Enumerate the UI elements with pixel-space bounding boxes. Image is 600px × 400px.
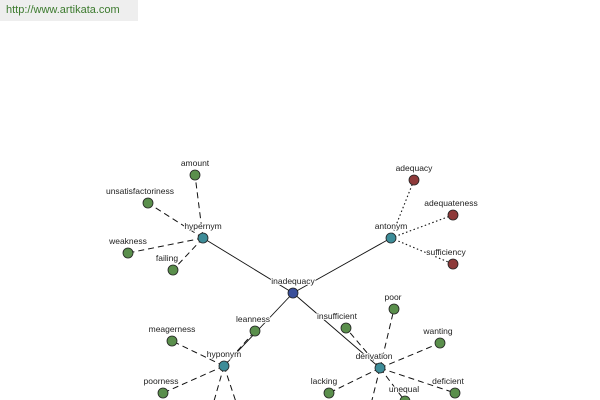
graph-edges [127, 174, 456, 400]
edge-hypernym-weakness [127, 237, 204, 254]
edge-antonym-sufficiency [390, 237, 454, 265]
edge-inadequacy-antonym [292, 237, 392, 294]
edge-derivation-offscreen-c [371, 367, 381, 400]
node-derivation[interactable]: derivation [355, 350, 394, 374]
node-label-leanness[interactable]: leanness [235, 313, 271, 325]
node-lacking[interactable]: lacking [310, 375, 339, 399]
node-label-antonym[interactable]: antonym [374, 220, 409, 232]
node-unequal[interactable]: unequal [388, 383, 420, 400]
edge-antonym-adequateness [390, 214, 454, 239]
edge-derivation-unequal [379, 367, 405, 400]
node-dot-lacking[interactable] [323, 387, 335, 399]
node-dot-hypernym[interactable] [197, 232, 209, 244]
edge-derivation-deficient [379, 367, 456, 394]
node-hypernym[interactable]: hypernym [183, 220, 223, 244]
node-dot-poorness[interactable] [157, 387, 169, 399]
node-dot-derivation[interactable] [374, 362, 386, 374]
edge-inadequacy-derivation [292, 292, 381, 369]
node-dot-unequal[interactable] [399, 395, 411, 400]
node-dot-amount[interactable] [189, 169, 201, 181]
node-dot-meagerness[interactable] [166, 335, 178, 347]
edge-hyponym-offscreen-b [223, 365, 236, 400]
node-label-hypernym[interactable]: hypernym [183, 220, 222, 232]
node-label-insufficient[interactable]: insufficient [316, 310, 359, 322]
node-dot-sufficiency[interactable] [447, 258, 459, 270]
node-adequateness[interactable]: adequateness [423, 197, 479, 221]
node-insufficient[interactable]: insufficient [316, 310, 359, 334]
node-label-lacking[interactable]: lacking [310, 375, 339, 387]
node-dot-unsatisfactoriness[interactable] [142, 197, 154, 209]
node-dot-adequacy[interactable] [408, 174, 420, 186]
node-unsatisfactoriness[interactable]: unsatisfactoriness [105, 185, 175, 209]
node-label-wanting[interactable]: wanting [421, 325, 454, 337]
node-label-deficient[interactable]: deficient [431, 375, 465, 387]
edge-hypernym-unsatisfactoriness [147, 202, 204, 239]
edge-derivation-insufficient [345, 327, 381, 369]
node-sufficiency[interactable]: sufficiency [425, 246, 468, 270]
node-label-failing[interactable]: failing [155, 252, 179, 264]
node-failing[interactable]: failing [155, 252, 179, 276]
edge-hypernym-failing [172, 237, 204, 271]
node-label-unequal[interactable]: unequal [388, 383, 420, 395]
node-label-inadequacy[interactable]: inadequacy [270, 275, 316, 287]
node-label-adequacy[interactable]: adequacy [395, 162, 435, 174]
node-dot-antonym[interactable] [385, 232, 397, 244]
node-deficient[interactable]: deficient [431, 375, 465, 399]
node-poor[interactable]: poor [383, 291, 403, 315]
node-label-meagerness[interactable]: meagerness [148, 323, 197, 335]
node-amount[interactable]: amount [180, 157, 211, 181]
edge-derivation-wanting [379, 342, 441, 369]
node-poorness[interactable]: poorness [143, 375, 180, 399]
node-label-adequateness[interactable]: adequateness [423, 197, 478, 209]
node-wanting[interactable]: wanting [421, 325, 454, 349]
node-dot-wanting[interactable] [434, 337, 446, 349]
node-dot-failing[interactable] [167, 264, 179, 276]
node-weakness[interactable]: weakness [107, 235, 148, 259]
edge-hypernym-amount [194, 174, 204, 239]
node-label-poorness[interactable]: poorness [143, 375, 180, 387]
node-hyponym[interactable]: hyponym [206, 348, 243, 372]
edge-inadequacy-hypernym [202, 237, 294, 294]
node-dot-adequateness[interactable] [447, 209, 459, 221]
node-inadequacy[interactable]: inadequacy [270, 275, 316, 299]
node-adequacy[interactable]: adequacy [395, 162, 435, 186]
node-dot-insufficient[interactable] [340, 322, 352, 334]
node-dot-poor[interactable] [388, 303, 400, 315]
node-label-weakness[interactable]: weakness [107, 235, 148, 247]
node-label-sufficiency[interactable]: sufficiency [425, 246, 467, 258]
node-label-amount[interactable]: amount [180, 157, 211, 169]
edge-hyponym-leanness [223, 330, 256, 367]
graph-nodes: inadequacy hypernym antonym hyponym derivati… [105, 157, 479, 400]
node-dot-inadequacy[interactable] [287, 287, 299, 299]
node-dot-hyponym[interactable] [218, 360, 230, 372]
node-label-poor[interactable]: poor [383, 291, 402, 303]
edge-derivation-poor [379, 308, 395, 369]
edge-hyponym-poorness [162, 365, 225, 394]
node-dot-weakness[interactable] [122, 247, 134, 259]
node-leanness[interactable]: leanness [235, 313, 271, 337]
node-antonym[interactable]: antonym [374, 220, 409, 244]
source-url-link[interactable]: http://www.artikata.com [0, 0, 138, 21]
node-dot-leanness[interactable] [249, 325, 261, 337]
node-dot-deficient[interactable] [449, 387, 461, 399]
node-label-derivation[interactable]: derivation [355, 350, 394, 362]
node-label-hyponym[interactable]: hyponym [206, 348, 243, 360]
edge-hyponym-offscreen-a [213, 365, 225, 400]
node-meagerness[interactable]: meagerness [148, 323, 197, 347]
node-label-unsatisfactoriness[interactable]: unsatisfactoriness [105, 185, 175, 197]
